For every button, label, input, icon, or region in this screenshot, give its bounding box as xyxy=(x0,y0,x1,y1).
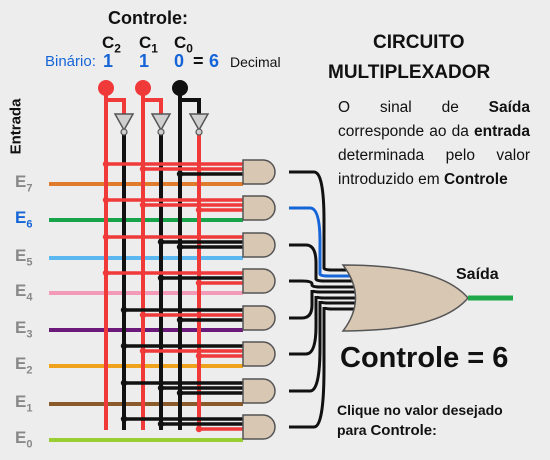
binary-label: Binário: xyxy=(45,53,96,70)
and-gate-e2 xyxy=(242,341,276,367)
junction-dot xyxy=(120,379,128,387)
and-output-wire xyxy=(289,306,370,429)
junction-dot xyxy=(139,311,147,319)
and-output-wire xyxy=(289,279,370,289)
inverter-0 xyxy=(113,113,135,132)
bit-c2-value[interactable]: 1 xyxy=(103,51,114,71)
output-label: Saída xyxy=(456,266,499,283)
junction-dot xyxy=(120,342,128,350)
input-label-e2: E2 xyxy=(15,354,33,377)
and-gate-e7 xyxy=(242,159,276,185)
and-gate-e3 xyxy=(242,305,276,331)
and-output-wire xyxy=(289,289,370,320)
input-label-e1: E1 xyxy=(15,392,33,415)
junction-dot xyxy=(176,389,184,397)
bit-c1-value[interactable]: 1 xyxy=(139,51,150,71)
input-label-e0: E0 xyxy=(15,428,33,451)
junction-dot xyxy=(157,238,165,246)
junction-dot xyxy=(120,306,128,314)
and-gate-e4 xyxy=(242,268,276,294)
control-c1-label: C1 xyxy=(139,33,158,56)
control-button-c0[interactable] xyxy=(172,80,188,96)
and-output-wire xyxy=(289,300,370,393)
decimal-label: Decimal xyxy=(230,54,281,70)
control-title: Controle: xyxy=(108,8,188,28)
junction-dot xyxy=(176,243,184,251)
and-gates xyxy=(242,159,276,440)
junction-dot xyxy=(176,170,184,178)
inverter-feed-1 xyxy=(143,98,163,114)
description: O sinal de Saída corresponde ao da entra… xyxy=(338,99,530,188)
input-label-e3: E3 xyxy=(15,318,33,341)
and-output-wire xyxy=(289,295,370,356)
heading-line2: MULTIPLEXADOR xyxy=(328,62,491,83)
or-gate-shape xyxy=(341,264,469,332)
junction-dot xyxy=(102,160,110,168)
inverter-bubble-0 xyxy=(120,128,128,136)
equals-sign: = xyxy=(193,51,204,71)
inverter-feed-0 xyxy=(106,98,126,114)
control-button-c2[interactable] xyxy=(98,80,114,96)
junction-dot xyxy=(139,165,147,173)
junction-dot xyxy=(157,384,165,392)
and-gate-e0 xyxy=(242,414,276,440)
junction-dot xyxy=(102,196,110,204)
result-text: Controle = 6 xyxy=(340,342,509,374)
input-label-e7: E7 xyxy=(15,172,33,195)
and-output-wire xyxy=(289,206,370,278)
control-c0-label: C0 xyxy=(174,33,193,56)
junction-dot xyxy=(195,279,203,287)
bit-c0-value[interactable]: 0 xyxy=(174,51,185,71)
junction-dot xyxy=(139,201,147,209)
junction-dot xyxy=(157,420,165,428)
inverter-feed-2 xyxy=(180,98,201,114)
junction-dot xyxy=(102,233,110,241)
inverter-1 xyxy=(150,113,172,132)
control-wires xyxy=(102,88,243,433)
or-gate xyxy=(341,264,513,332)
junction-dot xyxy=(195,352,203,360)
and-gate-e6 xyxy=(242,195,276,221)
junction-dot xyxy=(157,274,165,282)
junction-dot xyxy=(195,425,203,433)
input-label-e5: E5 xyxy=(15,246,33,269)
and-gate-e5 xyxy=(242,232,276,258)
control-c2-label: C2 xyxy=(102,33,121,56)
decimal-value: 6 xyxy=(209,51,220,71)
junction-dot xyxy=(102,269,110,277)
instruction: Clique no valor desejado para Controle: xyxy=(337,402,503,439)
and-gate-e1 xyxy=(242,378,276,404)
and-to-or-wires xyxy=(289,170,370,429)
input-wires xyxy=(49,182,243,442)
inverter-bubble-2 xyxy=(195,128,203,136)
inverter-2 xyxy=(188,113,210,132)
junction-dot xyxy=(139,347,147,355)
input-label-e6: E6 xyxy=(15,208,33,231)
control-button-c1[interactable] xyxy=(135,80,151,96)
junction-dot xyxy=(195,206,203,214)
inverter-bubble-1 xyxy=(157,128,165,136)
inputs-label: Entrada xyxy=(7,98,25,155)
and-output-wire xyxy=(289,243,370,283)
input-label-e4: E4 xyxy=(15,281,33,304)
heading-line1: CIRCUITO xyxy=(373,32,465,53)
control-buttons[interactable] xyxy=(98,80,188,100)
junction-dot xyxy=(120,415,128,423)
and-output-wire xyxy=(289,170,370,272)
junction-dot xyxy=(176,316,184,324)
